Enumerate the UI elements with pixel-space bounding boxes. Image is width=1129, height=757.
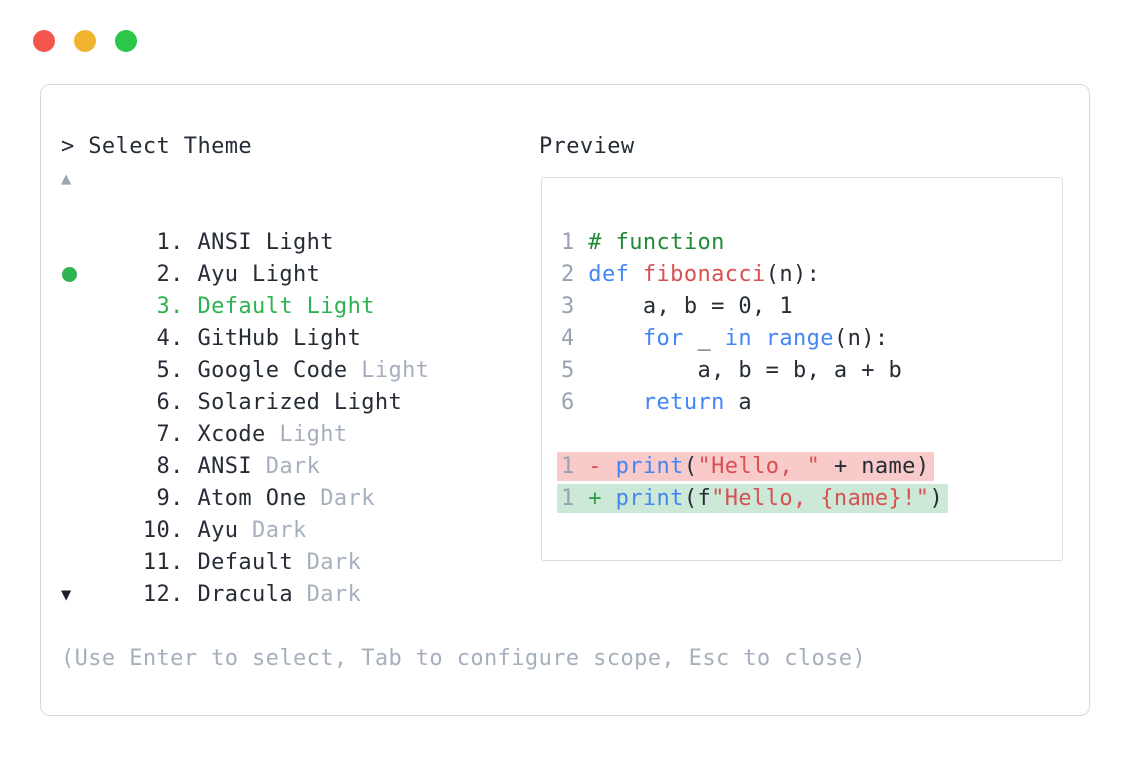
theme-option-number: 6.	[115, 390, 198, 415]
theme-option-2[interactable]: 2. Ayu Light	[61, 227, 866, 287]
theme-option-name: Google Code	[197, 358, 348, 383]
theme-option-variant: Light	[265, 422, 348, 447]
theme-option-number: 9.	[115, 486, 198, 511]
window-controls	[33, 30, 137, 52]
theme-option-name: ANSI Light	[197, 230, 334, 255]
code-line: 5 a, b = b, a + b	[561, 358, 903, 383]
theme-option-name: Atom One	[197, 486, 307, 511]
theme-option-number: 7.	[115, 422, 198, 447]
theme-option-name: Dracula	[197, 582, 293, 607]
theme-option-variant: Dark	[252, 454, 321, 479]
theme-option-12[interactable]: 12. Dracula Dark	[61, 547, 866, 607]
preview-label: Preview	[539, 134, 635, 159]
palette-prompt: > Select Theme	[61, 134, 253, 159]
theme-list-column: > Select Theme ▲ 1. ANSI Light 2. Ayu Li…	[61, 131, 866, 675]
preview-box: 1 # function 2 def fibonacci(n): 3 a, b …	[541, 177, 1063, 561]
code-line: 4 for _ in range(n):	[561, 326, 889, 351]
line-number: 5	[561, 358, 589, 383]
theme-option-variant: Dark	[293, 582, 362, 607]
theme-option-9[interactable]: 9. Atom One Dark	[61, 451, 866, 511]
theme-option-number: 4.	[115, 326, 198, 351]
maximize-button[interactable]	[115, 30, 137, 52]
code-line: 1 - print("Hello, " + name)	[557, 451, 948, 483]
selected-theme-bullet	[62, 267, 77, 282]
theme-option-name: Default	[197, 550, 293, 575]
theme-option-number: 8.	[115, 454, 198, 479]
code-line: 2 def fibonacci(n):	[561, 262, 821, 287]
theme-option-variant: Dark	[306, 486, 375, 511]
theme-option-10[interactable]: 10. Ayu Dark	[61, 483, 866, 543]
theme-option-number: 2.	[115, 262, 198, 287]
theme-option-number: 1.	[115, 230, 198, 255]
code-line: 1 + print(f"Hello, {name}!")	[557, 483, 949, 515]
code-line: 3 a, b = 0, 1	[561, 294, 793, 319]
theme-option-number: 11.	[115, 550, 198, 575]
code-line: 1 # function	[561, 230, 725, 255]
line-number: 3	[561, 294, 589, 319]
minimize-button[interactable]	[74, 30, 96, 52]
scroll-up-indicator[interactable]: ▲	[61, 169, 72, 189]
line-number: 2	[561, 262, 589, 287]
code-line: 6 return a	[561, 390, 753, 415]
scroll-down-indicator[interactable]: ▼	[61, 585, 72, 605]
theme-option-8[interactable]: 8. ANSI Dark	[61, 419, 866, 479]
theme-option-name: Xcode	[197, 422, 266, 447]
theme-option-1[interactable]: 1. ANSI Light	[61, 195, 866, 255]
code-preview: 1 # function 2 def fibonacci(n): 3 a, b …	[557, 227, 949, 515]
theme-option-3[interactable]: 3. Default Light	[61, 259, 866, 319]
theme-option-name: GitHub Light	[197, 326, 362, 351]
close-button[interactable]	[33, 30, 55, 52]
line-number: 1	[561, 230, 589, 255]
theme-option-name: Ayu	[197, 518, 239, 543]
theme-option-number: 3.	[115, 294, 198, 319]
theme-option-4[interactable]: 4. GitHub Light	[61, 291, 866, 351]
theme-option-number: 5.	[115, 358, 198, 383]
code-line	[561, 419, 948, 451]
line-number: 6	[561, 390, 589, 415]
line-number: 1	[561, 486, 589, 511]
theme-option-name: Ayu Light	[197, 262, 321, 287]
theme-option-5[interactable]: 5. Google Code Light	[61, 323, 866, 383]
theme-option-variant: Light	[347, 358, 430, 383]
theme-option-11[interactable]: 11. Default Dark	[61, 515, 866, 575]
theme-picker-panel: > Select Theme ▲ 1. ANSI Light 2. Ayu Li…	[40, 84, 1090, 716]
theme-option-name: Solarized Light	[197, 390, 403, 415]
spacer-row	[61, 611, 866, 643]
theme-option-variant: Dark	[238, 518, 307, 543]
theme-option-number: 12.	[115, 582, 198, 607]
line-number: 4	[561, 326, 589, 351]
theme-option-7[interactable]: 7. Xcode Light	[61, 387, 866, 447]
help-text: (Use Enter to select, Tab to configure s…	[61, 646, 867, 671]
theme-option-6[interactable]: 6. Solarized Light	[61, 355, 866, 415]
theme-option-name: ANSI	[197, 454, 253, 479]
theme-option-name: Default Light	[197, 294, 375, 319]
line-number: 1	[561, 454, 589, 479]
theme-option-number: 10.	[115, 518, 198, 543]
theme-option-variant: Dark	[293, 550, 362, 575]
